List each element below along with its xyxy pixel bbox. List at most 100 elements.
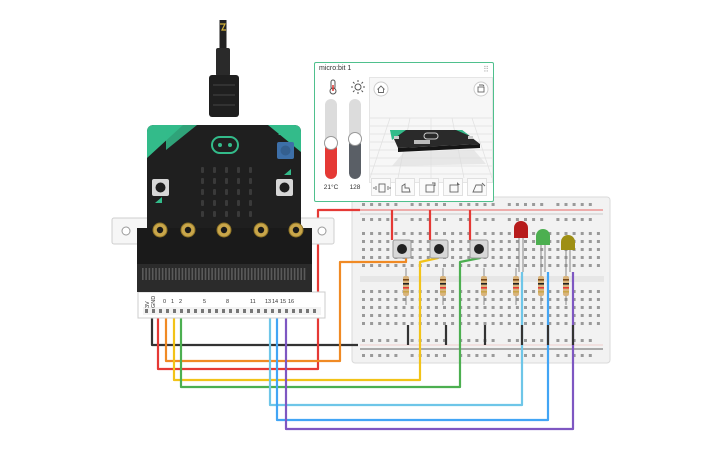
resistor-band [403,291,409,293]
breadboard-hole [426,290,430,293]
breadboard-hole [443,203,446,206]
breadboard-hole [596,298,600,301]
breadboard-hole [483,298,487,301]
led-green[interactable] [536,229,550,272]
button-b[interactable] [276,169,293,196]
microbit-simulator-panel[interactable]: micro:bit 1 ⠿ 21°C 128 [314,62,494,202]
breadboard-hole [491,264,495,267]
breadboard-hole [540,248,544,251]
connector-pin[interactable] [201,309,204,313]
breadboard-hole [475,306,479,309]
connector-pin[interactable] [187,309,190,313]
push-buttons[interactable] [392,239,489,259]
breadboard-hole [580,240,584,243]
connector-pin[interactable] [145,309,148,313]
home-icon[interactable] [373,81,389,97]
edge-connector-breakout[interactable] [137,291,326,319]
resistor-band [481,279,487,281]
screen-down-button[interactable] [467,178,487,196]
breadboard-hole [459,240,463,243]
tilt-left-button[interactable] [395,178,415,196]
breadboard-hole [410,322,414,325]
usb-cable[interactable] [209,20,239,117]
connector-pin[interactable] [250,309,253,313]
matrix-led [249,178,252,184]
connector-pin[interactable] [313,309,316,313]
breadboard-hole [370,322,374,325]
connector-pin[interactable] [215,309,218,313]
drag-handle-icon[interactable]: ⠿ [483,65,489,74]
breadboard-hole [362,306,365,309]
breadboard-hole [483,218,487,221]
microbit-board[interactable] [111,125,335,292]
ground-jumpers[interactable] [406,325,575,345]
breadboard-hole [507,264,511,267]
push-button-3[interactable] [469,239,489,259]
logo-up-button[interactable] [443,178,463,196]
connector-pin[interactable] [278,309,281,313]
shake-gesture-button[interactable] [371,178,391,196]
breadboard-hole [434,290,438,293]
matrix-led [237,189,240,195]
led-yellow[interactable] [561,235,575,272]
leds[interactable] [514,221,575,272]
connector-pin[interactable] [271,309,274,313]
connector-pin[interactable] [159,309,162,313]
connector-pin[interactable] [229,309,232,313]
resistor-band [563,283,569,285]
connector-pin[interactable] [173,309,176,313]
wire-red-3v [156,208,360,371]
connector-pin[interactable] [299,309,302,313]
button-a[interactable] [152,179,169,203]
connector-pin[interactable] [208,309,211,313]
edge-finger [280,268,283,280]
resistor-band [563,279,569,281]
connector-pin[interactable] [243,309,246,313]
breadboard-hole [564,322,568,325]
connector-pin[interactable] [166,309,169,313]
push-button-1[interactable] [392,239,412,259]
breadboard-hole [556,248,560,251]
breadboard-hole [418,218,422,221]
board-3d-view[interactable] [369,77,493,183]
connector-pin[interactable] [194,309,197,313]
connector-pin[interactable] [306,309,309,313]
connector-pin[interactable] [236,309,239,313]
temperature-slider-thumb[interactable] [324,136,338,150]
breadboard-hole [515,306,519,309]
breadboard-hole [451,240,455,243]
breadboard-hole [580,218,584,221]
connector-pin[interactable] [180,309,183,313]
connector-pin[interactable] [264,309,267,313]
tilt-right-button[interactable] [419,178,439,196]
resistor-band [513,291,519,293]
connector-pin[interactable] [222,309,225,313]
connector-pin[interactable] [285,309,288,313]
breadboard-hole [394,232,398,235]
panel-title: micro:bit 1 [319,65,352,72]
breadboard-hole [515,339,519,342]
breadboard-hole [540,306,544,309]
breadboard-hole [475,290,479,293]
matrix-led [225,200,228,206]
connector-pin[interactable] [152,309,155,313]
thermometer-icon [329,79,337,95]
breadboard-hole [532,306,536,309]
resistors[interactable] [403,268,569,305]
connector-pin[interactable] [257,309,260,313]
breadboard-hole [370,256,374,259]
push-button-2[interactable] [429,239,449,259]
breadboard-hole [596,306,600,309]
connector-pin[interactable] [292,309,295,313]
rotate-view-icon[interactable] [473,81,489,97]
breadboard-hole [402,322,406,325]
breadboard-hole [402,232,406,235]
resistor-band [440,279,446,281]
light-slider-thumb[interactable] [348,132,362,146]
reset-button[interactable] [277,142,294,159]
breadboard-hole [556,322,560,325]
screen-down-icon [472,182,486,193]
pin-label: GND [151,295,157,308]
led-red[interactable] [514,221,528,272]
